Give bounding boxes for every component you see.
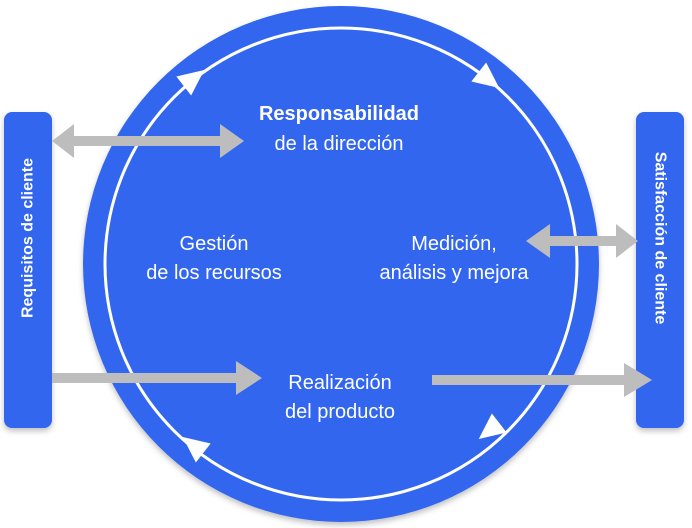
product-satisfaction-arrow (432, 363, 652, 397)
customer-satisfaction-label: Satisfacción de cliente (652, 152, 669, 325)
double-arrow-shaft (548, 236, 620, 246)
management-responsibility-subtitle: de la dirección (275, 133, 404, 155)
process-cycle-ring (103, 26, 579, 502)
double-arrow-left-head (52, 124, 74, 158)
double-arrow-shaft (72, 136, 222, 146)
double-arrow-right-head (220, 124, 244, 158)
customer-requirements-bar-shape (4, 112, 52, 428)
product-realization-node: Realización del producto (285, 372, 395, 423)
customer-satisfaction-bar: Satisfacción de cliente (636, 112, 684, 428)
management-responsibility-node: Responsabilidad de la dirección (259, 103, 419, 155)
customer-requirements-bar: Requisitos de cliente (4, 112, 52, 428)
product-realization-title: Realización (288, 372, 391, 394)
measurement-satisfaction-double-arrow (526, 224, 638, 258)
process-cycle-circle (83, 6, 599, 522)
measurement-analysis-subtitle: análisis y mejora (380, 262, 530, 284)
resource-management-title: Gestión (180, 233, 249, 255)
cycle-arrowhead-bottom-left (182, 436, 211, 463)
management-responsibility-title: Responsabilidad (259, 103, 419, 125)
cycle-arrowhead-top-right (471, 62, 500, 89)
cycle-arrowheads (176, 62, 507, 463)
double-arrow-right-head (616, 224, 638, 258)
arrow-head (624, 363, 652, 397)
measurement-analysis-node: Medición, análisis y mejora (380, 233, 530, 284)
arrow-shaft (432, 375, 626, 385)
cycle-arrowhead-bottom-right (478, 413, 507, 440)
arrow-shaft (52, 373, 238, 383)
double-arrow-left-head (526, 224, 550, 258)
customer-satisfaction-bar-shape (636, 112, 684, 428)
arrow-head (236, 361, 262, 395)
cycle-arrowhead-top-left (176, 69, 205, 96)
product-realization-subtitle: del producto (285, 401, 395, 423)
measurement-analysis-title: Medición, (411, 233, 497, 255)
requirements-product-arrow (52, 361, 262, 395)
customer-requirements-label: Requisitos de cliente (20, 158, 37, 318)
resource-management-node: Gestión de los recursos (146, 233, 282, 284)
requirements-management-double-arrow (52, 124, 244, 158)
connector-arrows (52, 124, 652, 397)
resource-management-subtitle: de los recursos (146, 262, 282, 284)
